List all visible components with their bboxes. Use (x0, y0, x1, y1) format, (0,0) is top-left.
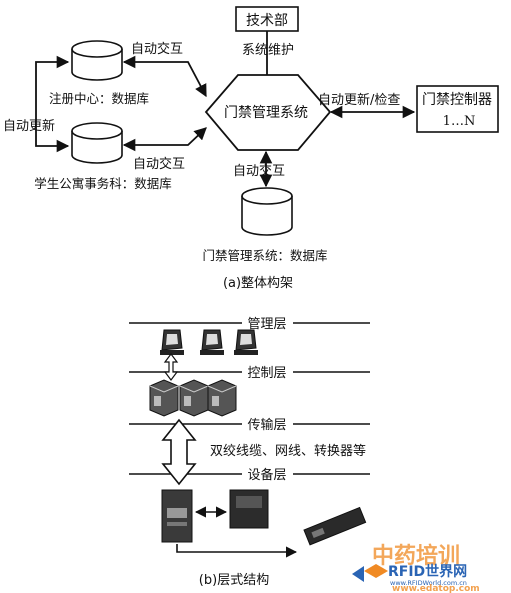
student-affairs-db-icon (71, 122, 123, 164)
tech-dept-label: 技术部 (246, 13, 288, 29)
core-db-label: 门禁管理系统：数据库 (202, 248, 327, 263)
watermark-brand: RFID世界网 (388, 563, 467, 580)
core-system-label: 门禁管理系统 (224, 105, 308, 121)
student-affairs-db-label: 学生公寓事务科：数据库 (34, 176, 172, 191)
rfid-logo-icon (352, 564, 388, 582)
transmission-double-arrow-icon (161, 418, 197, 486)
device-card-link (176, 544, 298, 558)
controller-range: 1…N (443, 114, 476, 129)
card-device-icon (303, 506, 367, 546)
interaction-label-1: 自动交互 (131, 41, 183, 57)
caption-b: (b)层式结构 (199, 573, 269, 588)
mgmt-ctrl-arrow-icon (163, 353, 179, 381)
transmission-note: 双绞线缆、网线、转换器等 (210, 443, 366, 459)
controller-unit-icon (179, 379, 209, 417)
monitor-icon (160, 329, 184, 355)
auto-update-left-label: 自动更新 (3, 118, 55, 134)
sys-maint-label: 系统维护 (242, 43, 294, 58)
interaction-label-2: 自动交互 (133, 156, 185, 172)
core-db-icon (241, 187, 293, 236)
controller-unit-icon (207, 379, 237, 417)
monitor-icon (200, 329, 224, 355)
student-core-link (122, 127, 207, 152)
watermark-cn: 中药培训 (372, 543, 460, 569)
lock-device-icon (229, 489, 269, 529)
watermark-site2: www.edatop.com (392, 584, 480, 593)
layer-label-trans: 传输层 (247, 417, 286, 433)
reader-device-icon (161, 489, 193, 543)
layer-label-ctrl: 控制层 (247, 366, 286, 381)
layered-structure: 管理层 控制层 传输层 设备层 双绞线缆、网线、转换器等 (129, 317, 370, 588)
overall-architecture: 技术部 系统维护 门禁管理系统 注册中心：数据库 学生公寓事务科：数据库 门禁管… (3, 6, 499, 291)
interaction-label-3: 自动交互 (233, 163, 285, 179)
caption-a: (a)整体构架 (223, 276, 293, 291)
registration-db-label: 注册中心：数据库 (49, 91, 149, 106)
monitor-icon (234, 329, 258, 355)
auto-update-check-label: 自动更新/检查 (318, 92, 400, 108)
watermark: 中药培训 RFID世界网 www.RFIDWorld.com.cn www.ed… (352, 543, 480, 593)
layer-label-dev: 设备层 (247, 467, 286, 483)
controller-title: 门禁控制器 (422, 92, 492, 108)
registration-core-link (122, 55, 207, 98)
watermark-site1: www.RFIDWorld.com.cn (390, 579, 467, 587)
access-controller-box (416, 85, 499, 133)
layer-label-mgmt: 管理层 (247, 317, 286, 332)
left-sync-bracket (35, 55, 70, 153)
controller-unit-icon (149, 379, 179, 417)
registration-db-icon (71, 40, 123, 81)
